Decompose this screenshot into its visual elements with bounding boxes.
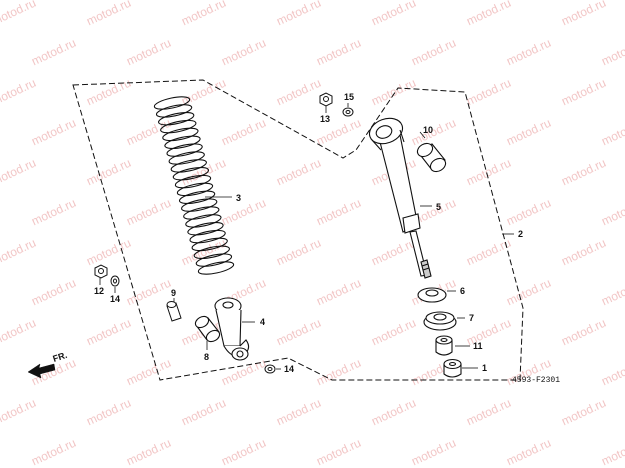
- leader-10: [419, 131, 426, 139]
- spring-coil: [197, 261, 235, 275]
- front-label: FR.: [52, 350, 69, 364]
- callout-12: 12: [94, 286, 104, 296]
- spring-coil: [158, 111, 195, 126]
- callout-10: 10: [423, 125, 433, 135]
- washer-6: [417, 287, 447, 303]
- callout-13: 13: [320, 114, 330, 124]
- spring-coil: [166, 143, 203, 157]
- callout-3: 3: [236, 193, 241, 203]
- spring-coil: [189, 229, 226, 244]
- arrow-left-icon: [27, 363, 56, 379]
- callout-9: 9: [171, 288, 176, 298]
- spring-coil: [155, 104, 193, 118]
- rubber-7: [423, 311, 457, 331]
- callout-2: 2: [518, 229, 523, 239]
- callout-4: 4: [260, 317, 265, 327]
- left-washer: [110, 275, 120, 287]
- callout-1: 1: [482, 363, 487, 373]
- top-washer: [342, 107, 354, 117]
- spring-coil: [183, 206, 220, 220]
- assembly-outline: [72, 79, 524, 381]
- top-nut: [319, 92, 333, 107]
- spring-coil: [181, 198, 218, 212]
- bottom-washer: [264, 364, 276, 374]
- spring-coil: [191, 237, 228, 252]
- lower-mount: [214, 297, 250, 361]
- spring-coil: [185, 214, 222, 228]
- spring-coil: [195, 253, 233, 267]
- callout-14-bottom: 14: [284, 364, 294, 374]
- front-direction-arrow: FR.: [27, 350, 69, 379]
- spring-coil: [164, 135, 201, 150]
- callout-15: 15: [344, 92, 354, 102]
- diagram-code: 4593-F2301: [512, 376, 560, 385]
- nut-1: [443, 358, 462, 378]
- shock-absorber: [368, 117, 432, 279]
- spring-coil: [162, 127, 199, 142]
- spring-coil: [170, 159, 207, 173]
- spring-coil: [193, 245, 230, 260]
- lower-bushing: [194, 315, 221, 343]
- left-nut: [94, 264, 108, 279]
- callout-11: 11: [473, 341, 483, 351]
- callout-14-left: 14: [110, 294, 120, 304]
- spring-coil: [174, 174, 212, 189]
- spring-coil: [176, 182, 214, 197]
- bushing-11: [435, 335, 453, 356]
- coil-spring: [153, 96, 235, 275]
- callout-6: 6: [460, 286, 465, 296]
- spring-coil: [160, 119, 197, 134]
- spring-coil: [187, 221, 224, 236]
- spring-coil: [172, 166, 210, 181]
- spring-coil: [168, 151, 205, 165]
- spring-coil: [153, 96, 191, 110]
- callout-5: 5: [436, 202, 441, 212]
- spring-coil: [178, 190, 216, 205]
- collar: [166, 301, 182, 322]
- callout-8: 8: [204, 352, 209, 362]
- upper-bushing: [416, 142, 447, 173]
- callout-7: 7: [469, 313, 474, 323]
